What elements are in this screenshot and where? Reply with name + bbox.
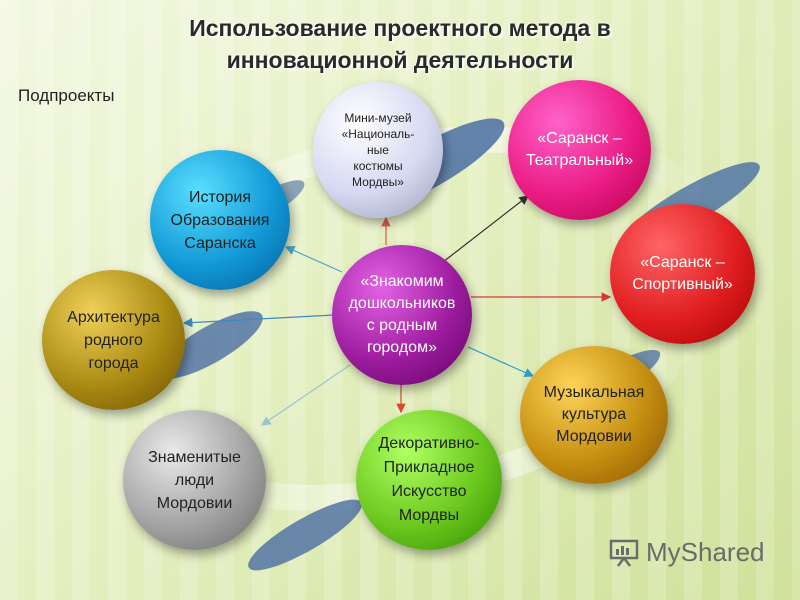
node-crafts-label: Декоративно- Прикладное Искусство Мордвы xyxy=(378,435,480,524)
arrow-to-history xyxy=(284,246,343,273)
node-music: Музыкальная культура Мордовии xyxy=(520,346,668,484)
arrow-to-theatre xyxy=(442,195,529,263)
arrow-to-architecture xyxy=(182,314,335,328)
node-history: История Образования Саранска xyxy=(150,150,290,290)
center-node: «Знакомим дошкольников с родным городом» xyxy=(332,245,472,385)
swoosh-3 xyxy=(157,311,263,379)
page-title: Использование проектного метода в иннова… xyxy=(189,15,611,73)
presentation-icon xyxy=(609,539,639,567)
watermark-text: MyShared xyxy=(646,536,765,567)
watermark: MyShared xyxy=(608,536,765,568)
node-museum: Мини-музей «Националь- ные костюмы Мордв… xyxy=(313,82,443,218)
node-crafts: Декоративно- Прикладное Искусство Мордвы xyxy=(356,410,502,550)
arrow-to-music xyxy=(467,346,535,377)
node-people: Знаменитые люди Мордовии xyxy=(123,410,266,550)
node-theatre: «Саранск – Театральный» xyxy=(508,80,651,220)
node-architecture: Архитектура родного города xyxy=(42,270,185,410)
node-sport-label: «Саранск – Спортивный» xyxy=(632,254,733,293)
node-people-label: Знаменитые люди Мордовии xyxy=(148,448,241,512)
node-music-label: Музыкальная культура Мордовии xyxy=(543,384,645,445)
node-museum-label: Мини-музей «Националь- ные костюмы Мордв… xyxy=(341,111,415,189)
center-node-label: «Знакомим дошкольников с родным городом» xyxy=(348,273,456,356)
node-sport: «Саранск – Спортивный» xyxy=(610,204,755,344)
subprojects-label: Подпроекты xyxy=(18,86,115,105)
node-architecture-label: Архитектура родного города xyxy=(67,308,160,372)
node-history-label: История Образования Саранска xyxy=(170,188,270,252)
arrow-to-people xyxy=(261,364,351,426)
swoosh-5 xyxy=(248,499,362,571)
node-theatre-label: «Саранск – Театральный» xyxy=(525,130,634,169)
